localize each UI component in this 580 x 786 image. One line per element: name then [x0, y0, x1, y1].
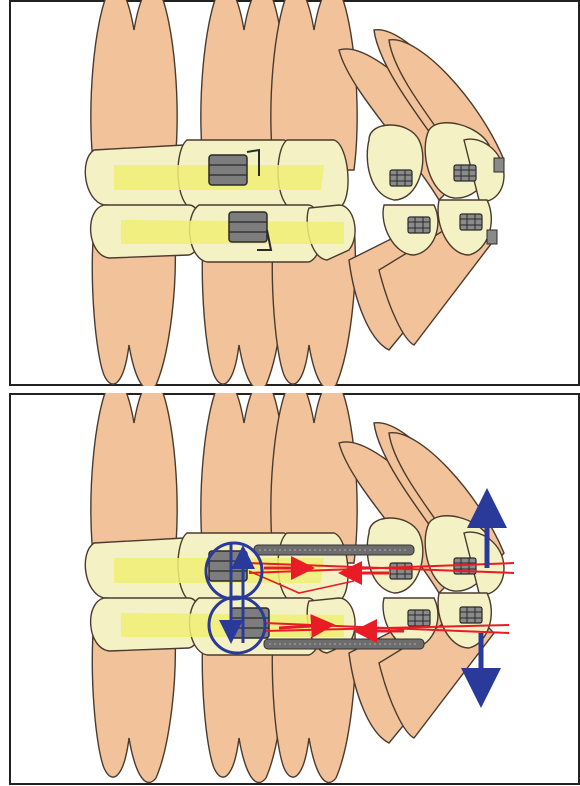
bottom-panel	[9, 393, 580, 786]
upper-coil-spring	[254, 545, 414, 555]
lower-crowns	[91, 205, 355, 262]
dental-diagram-before	[9, 0, 580, 386]
upper-molar-tube	[209, 551, 247, 581]
lower-coil-spring	[264, 639, 424, 649]
top-panel	[9, 0, 580, 386]
dental-diagram-after	[9, 393, 580, 786]
